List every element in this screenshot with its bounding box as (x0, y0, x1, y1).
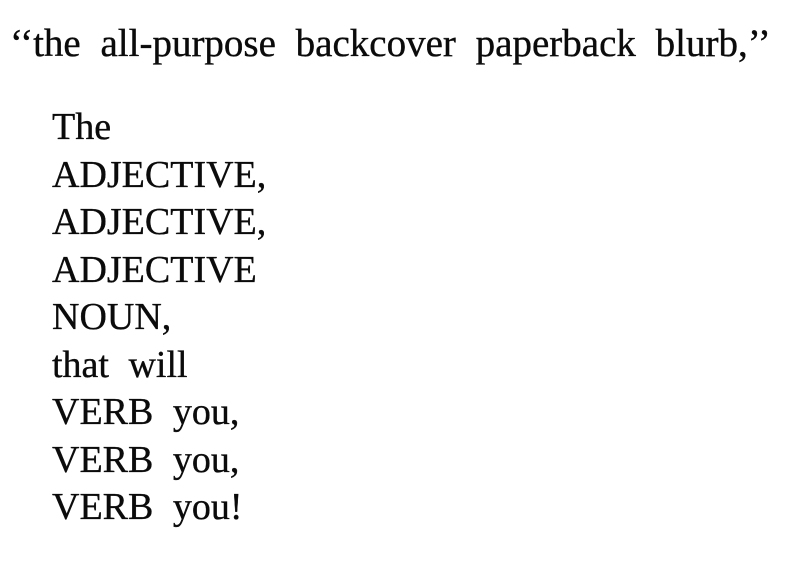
blurb-title: ‘‘the all-purpose backcover paperback bl… (10, 22, 771, 65)
blurb-line: ADJECTIVE, (52, 153, 267, 196)
blurb-line: The (52, 106, 112, 148)
blurb-line: VERB you, (52, 438, 240, 481)
blurb-body: The ADJECTIVE, ADJECTIVE, ADJECTIVE NOUN… (52, 104, 267, 532)
blurb-line: that will (52, 343, 188, 386)
blurb-line: NOUN, (52, 296, 172, 338)
blurb-line: ADJECTIVE, (52, 201, 267, 243)
blurb-line: ADJECTIVE (52, 248, 257, 291)
blurb-line: VERB you! (52, 486, 243, 528)
blurb-line: VERB you, (52, 391, 240, 433)
